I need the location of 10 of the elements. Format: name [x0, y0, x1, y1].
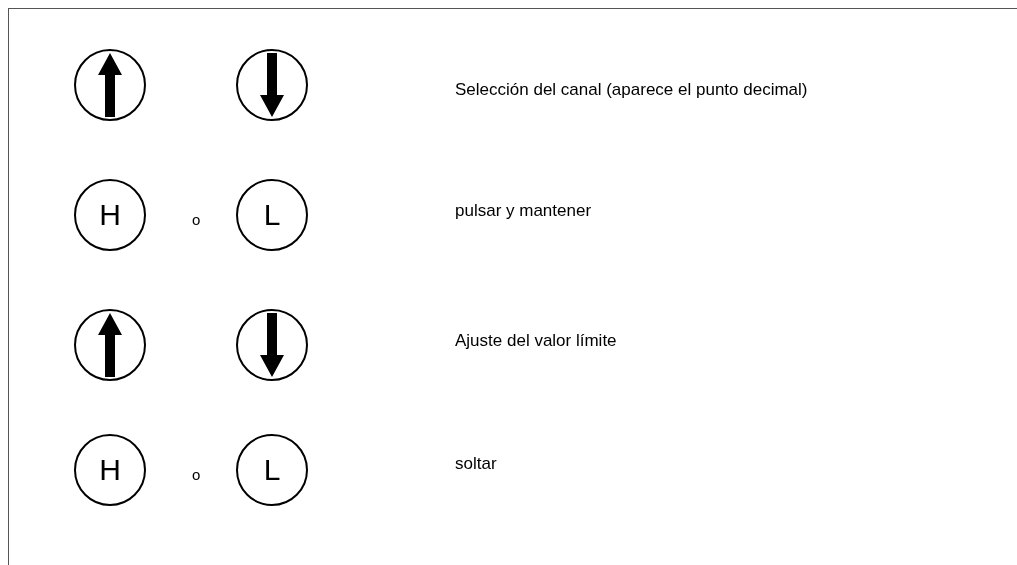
letter-key: L [236, 434, 308, 506]
instruction-text: pulsar y mantener [455, 201, 592, 221]
letter-key: H [74, 434, 146, 506]
letter-key: H [74, 179, 146, 251]
instruction-text: Selección del canal (aparece el punto decimal) [455, 80, 808, 100]
letter-key: L [236, 179, 308, 251]
instruction-text: Ajuste del valor límite [455, 331, 617, 351]
or-text: o [192, 466, 201, 483]
instruction-text: soltar [455, 454, 497, 474]
or-text: o [192, 211, 201, 228]
